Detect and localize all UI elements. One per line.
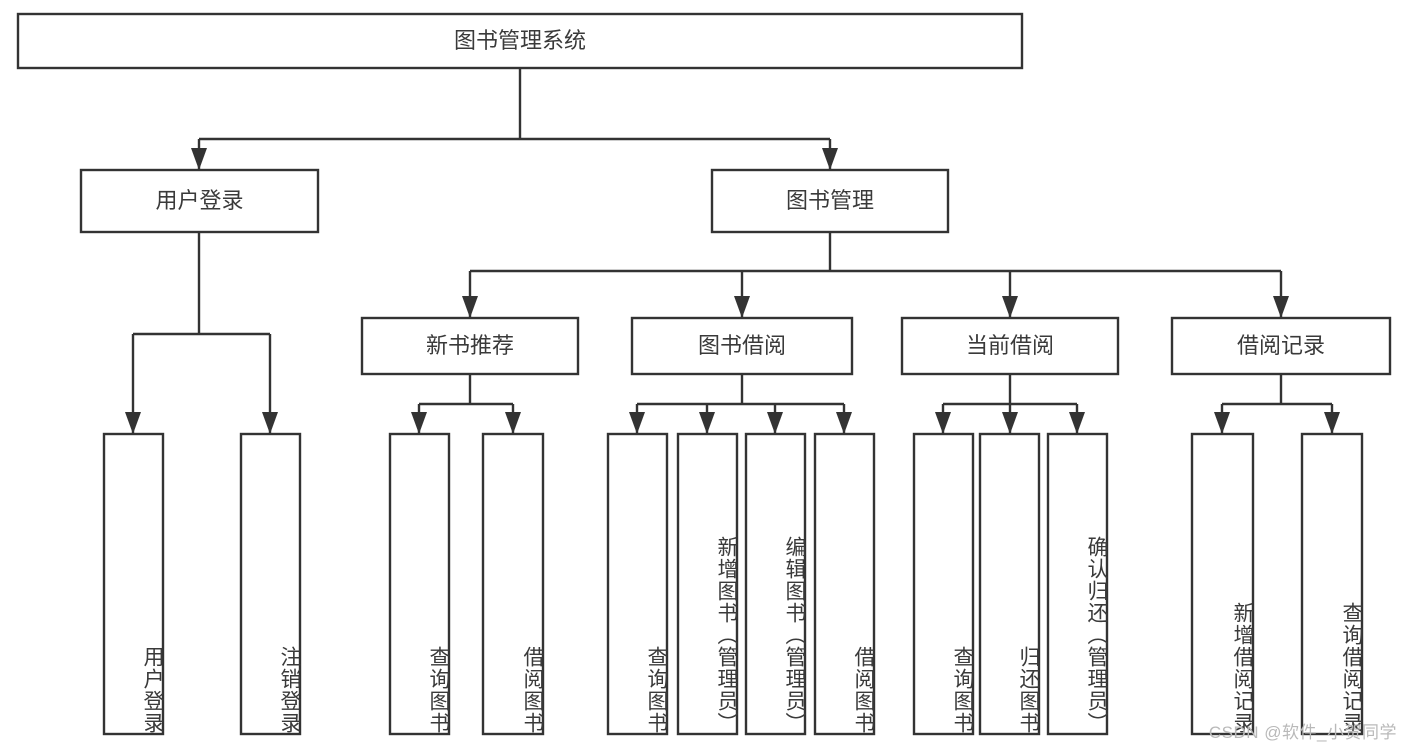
node-box-root[interactable] <box>16 12 1024 70</box>
arrow-head-e-userlogin-leaf2 <box>262 412 278 434</box>
node-box-leaf-nb-query[interactable] <box>388 432 451 736</box>
csdn-watermark: CSDN @软件_小贺同学 <box>1208 723 1397 742</box>
node-label-l3-record: 借阅记录 <box>1237 333 1325 358</box>
node-box-l3-record[interactable] <box>1170 316 1392 376</box>
arrow-head-e-l3-newbook <box>462 296 478 318</box>
arrow-head-e-borrow-l1 <box>629 412 645 434</box>
node-box-layer <box>16 12 1392 736</box>
arrow-head-e-newbook-l1 <box>411 412 427 434</box>
node-box-leaf-rec-add[interactable] <box>1190 432 1255 736</box>
node-label-l2-user-login: 用户登录 <box>155 188 243 213</box>
node-box-leaf-bb-query[interactable] <box>606 432 669 736</box>
node-box-l2-book-manage[interactable] <box>710 168 950 234</box>
node-box-l3-current[interactable] <box>900 316 1120 376</box>
node-box-l3-borrow[interactable] <box>630 316 854 376</box>
node-box-leaf-bb-borrow[interactable] <box>813 432 876 736</box>
arrow-head-e-root-bookmanage <box>822 148 838 170</box>
node-box-leaf-cur-confirm[interactable] <box>1046 432 1109 736</box>
node-box-leaf-cur-query[interactable] <box>912 432 975 736</box>
node-box-leaf-user-login[interactable] <box>102 432 165 736</box>
node-box-leaf-cur-return[interactable] <box>978 432 1041 736</box>
node-label-l2-book-manage: 图书管理 <box>786 188 874 213</box>
arrow-head-e-newbook-l2 <box>505 412 521 434</box>
node-box-leaf-nb-borrow[interactable] <box>481 432 545 736</box>
arrow-head-e-current-l1 <box>935 412 951 434</box>
arrow-head-e-root-userlogin <box>191 148 207 170</box>
arrow-head-e-borrow-l4 <box>836 412 852 434</box>
node-label-l3-new-book: 新书推荐 <box>426 333 514 358</box>
arrow-head-e-record-l1 <box>1214 412 1230 434</box>
node-box-leaf-bb-add[interactable] <box>676 432 739 736</box>
node-label-l3-current: 当前借阅 <box>966 333 1054 358</box>
node-box-leaf-logout[interactable] <box>239 432 302 736</box>
node-label-root: 图书管理系统 <box>454 28 586 53</box>
node-box-l2-user-login[interactable] <box>79 168 320 234</box>
arrow-head-e-l3-record <box>1273 296 1289 318</box>
arrow-head-e-borrow-l2 <box>699 412 715 434</box>
edge-layer <box>125 68 1340 434</box>
node-box-l3-new-book[interactable] <box>360 316 580 376</box>
arrow-head-e-l3-borrow <box>734 296 750 318</box>
arrow-head-e-userlogin-leaf1 <box>125 412 141 434</box>
arrow-head-e-l3-current <box>1002 296 1018 318</box>
node-box-leaf-bb-edit[interactable] <box>744 432 807 736</box>
arrow-head-e-record-l2 <box>1324 412 1340 434</box>
node-box-leaf-rec-query[interactable] <box>1300 432 1364 736</box>
arrow-head-e-borrow-l3 <box>767 412 783 434</box>
arrow-head-e-current-l3 <box>1069 412 1085 434</box>
arrow-head-e-current-l2 <box>1002 412 1018 434</box>
node-label-l3-borrow: 图书借阅 <box>698 333 786 358</box>
